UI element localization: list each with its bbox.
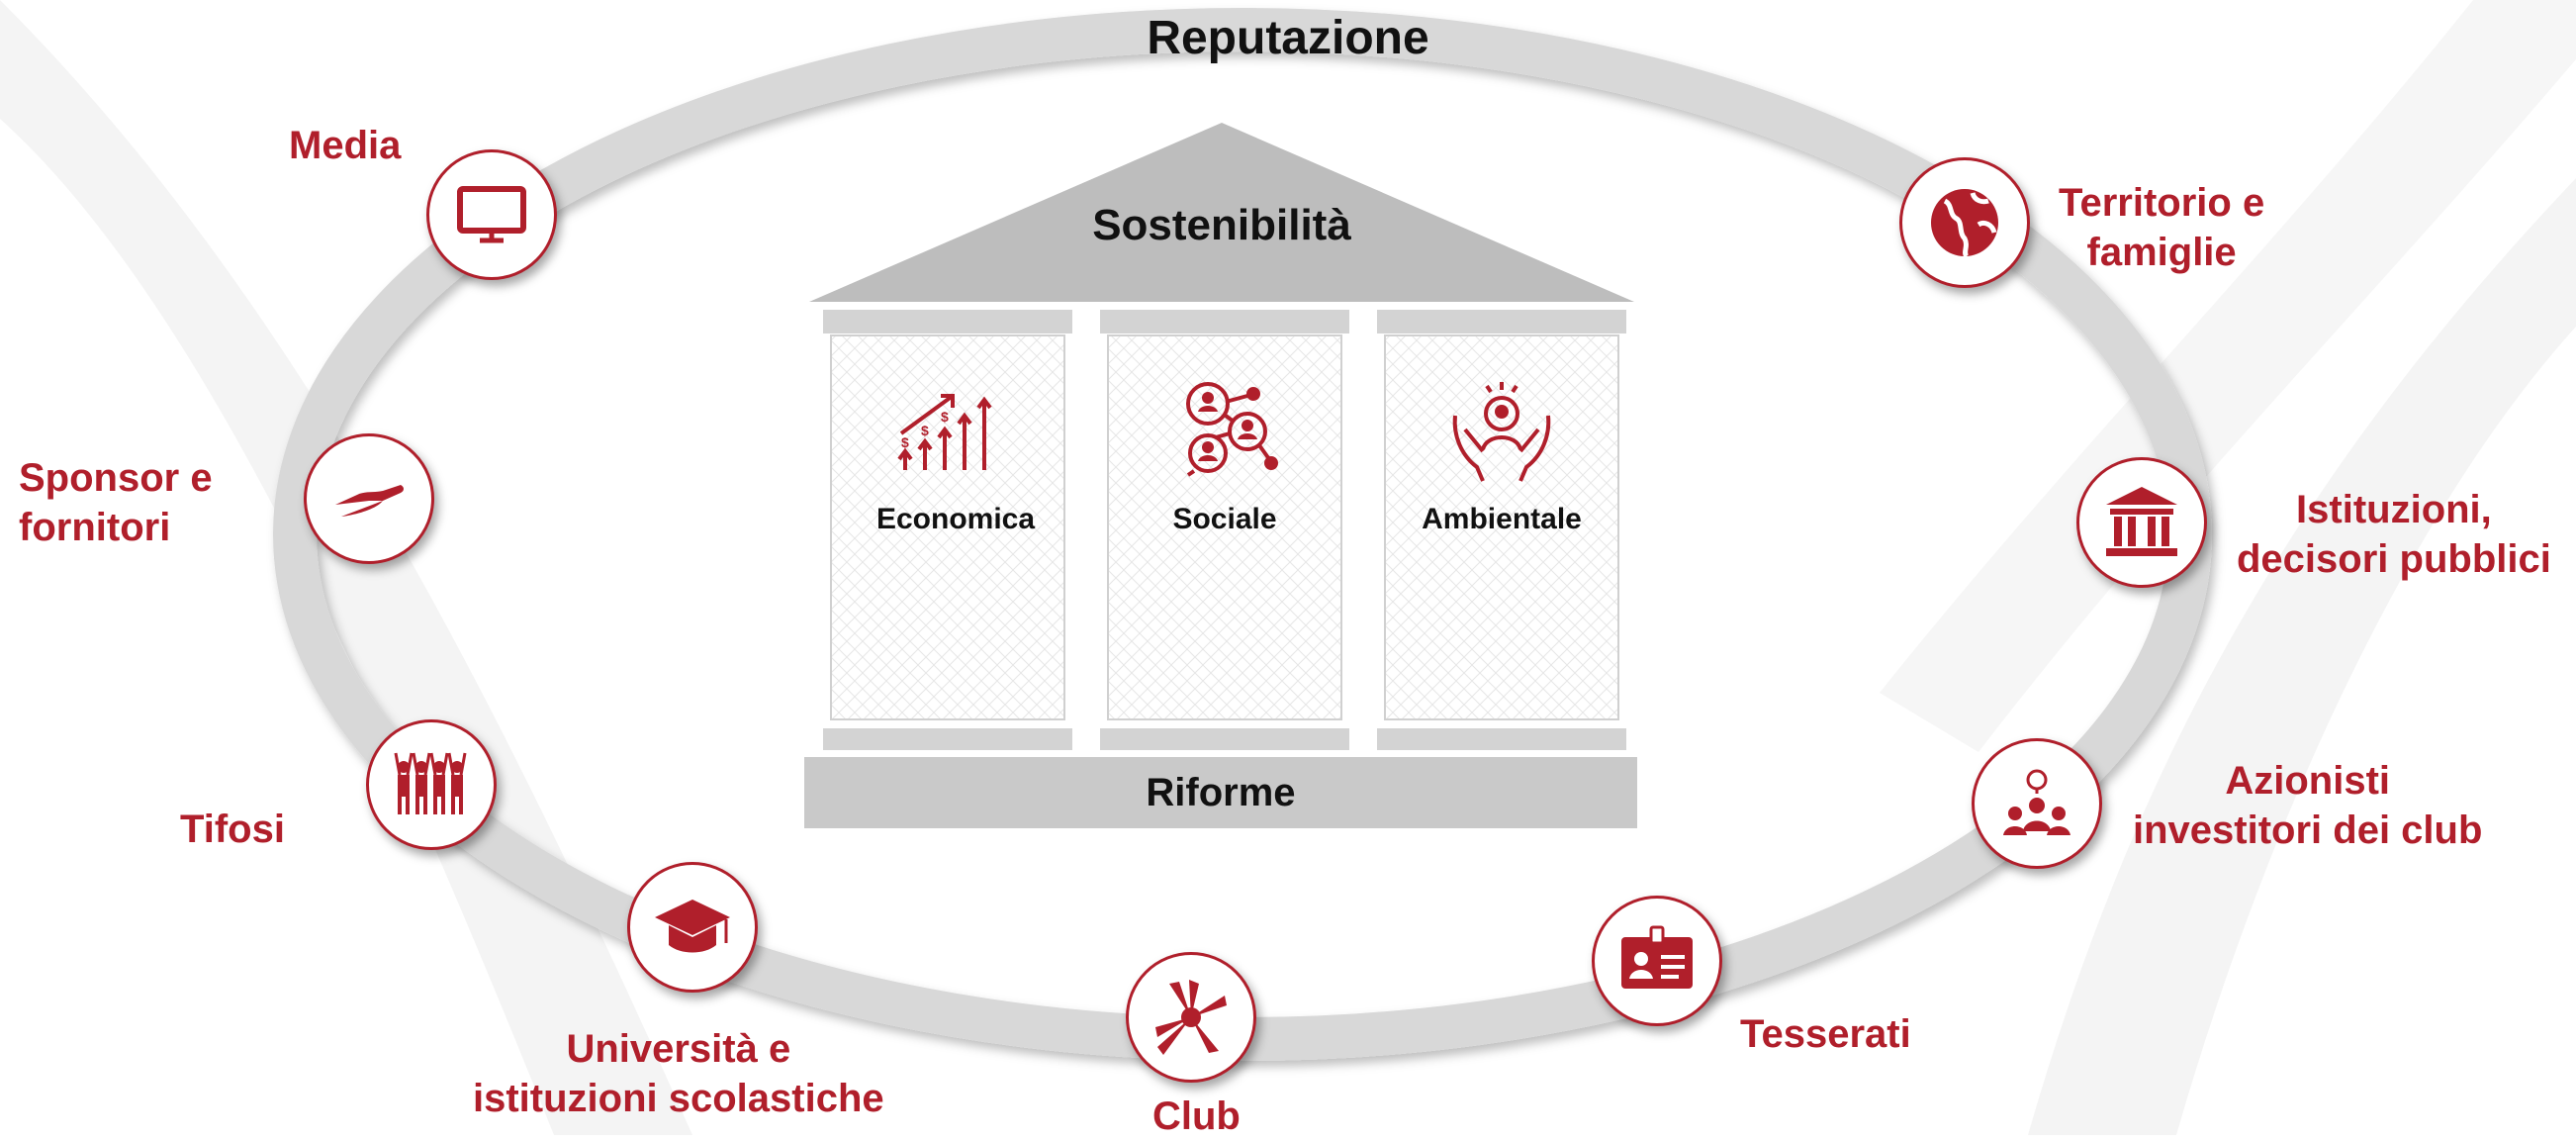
column-base-3 — [1377, 728, 1626, 750]
fans-icon — [394, 752, 467, 814]
graduation-cap-icon — [655, 900, 730, 953]
column-2 — [1107, 334, 1342, 720]
svg-text:$: $ — [921, 423, 929, 438]
stakeholder-sponsor-label: Sponsor e fornitori — [19, 456, 213, 549]
stakeholder-istituzioni-node[interactable] — [2076, 457, 2207, 588]
temple-roof — [809, 123, 1634, 302]
growth-arrows-icon: $ $ $ — [897, 394, 992, 470]
institution-icon — [2106, 487, 2177, 556]
capital-1 — [823, 310, 1072, 333]
ring-title: Reputazione — [1147, 12, 1429, 64]
pillar-label-ambientale: Ambientale — [1422, 503, 1582, 535]
base-title: Riforme — [804, 757, 1637, 828]
column-base-1 — [823, 728, 1072, 750]
svg-text:$: $ — [941, 409, 949, 425]
stakeholder-istituzioni-label: Istituzioni, decisori pubblici — [2237, 488, 2551, 581]
capital-2 — [1100, 310, 1349, 333]
network-people-icon — [1186, 382, 1278, 477]
stakeholder-azionisti-node[interactable] — [1972, 738, 2102, 869]
team-hands-icon — [1155, 980, 1227, 1055]
pillar-label-economica: Economica — [875, 503, 1036, 535]
stakeholder-universita-label: Università e istituzioni scolastiche — [473, 1027, 884, 1120]
hands-care-icon — [1452, 382, 1551, 482]
stakeholder-territorio-label: Territorio e famiglie — [2059, 181, 2265, 274]
stakeholder-azionisti-label: Azionisti investitori dei club — [2133, 759, 2483, 852]
stakeholder-media-label: Media — [289, 124, 402, 167]
stakeholder-sponsor-node[interactable] — [304, 433, 434, 564]
stakeholder-club-label: Club — [1152, 1094, 1241, 1138]
hand-icon — [335, 485, 404, 517]
investors-icon — [2003, 769, 2070, 835]
stakeholder-media-node[interactable] — [426, 149, 557, 280]
column-base-2 — [1100, 728, 1349, 750]
stakeholder-tesserati-label: Tesserati — [1740, 1012, 1911, 1056]
id-card-icon — [1621, 925, 1693, 989]
stakeholder-tifosi-label: Tifosi — [180, 808, 285, 851]
pillar-label-sociale: Sociale — [1172, 503, 1277, 535]
stakeholder-tifosi-node[interactable] — [366, 719, 497, 850]
globe-icon — [1931, 189, 1998, 258]
stakeholder-club-node[interactable] — [1126, 952, 1256, 1083]
stakeholder-universita-node[interactable] — [627, 862, 758, 993]
svg-text:$: $ — [901, 434, 909, 450]
stakeholder-territorio-node[interactable] — [1899, 157, 2030, 288]
capital-3 — [1377, 310, 1626, 333]
stakeholder-tesserati-node[interactable] — [1592, 896, 1722, 1026]
roof-title: Sostenibilità — [1092, 201, 1351, 249]
tv-icon — [457, 186, 526, 243]
